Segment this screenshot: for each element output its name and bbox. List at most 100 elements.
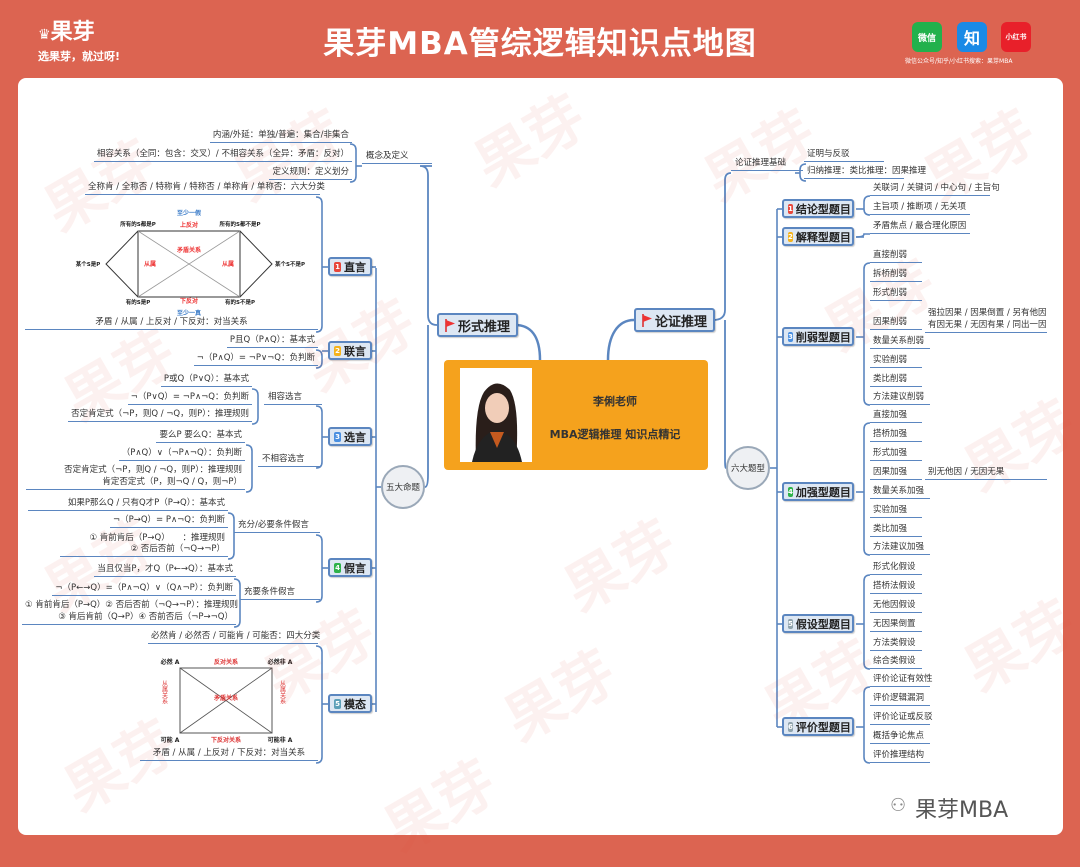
node-label: 评价型题目	[795, 720, 851, 734]
node-label: 结论型题目	[795, 202, 851, 216]
relation-label: 反对关系	[214, 658, 238, 666]
branch-item: 直接削弱	[870, 249, 922, 263]
branch-item: 概括争论焦点	[870, 730, 930, 744]
compatible-disjunction-label[interactable]: 相容选言	[264, 391, 322, 405]
branch-item: 主旨项 / 推断项 / 无关项	[870, 201, 970, 215]
branch-item: 相容关系（全同：包含：交叉）/ 不相容关系（全异：矛盾：反对）	[93, 148, 352, 162]
branch-item: 要么P 要么Q：基本式	[156, 429, 245, 443]
relation-note: 至少一真	[177, 309, 201, 317]
connector	[137, 231, 241, 297]
relation-label: 从属关系	[279, 680, 286, 704]
conditional-label[interactable]: 充分/必要条件假言	[234, 519, 320, 533]
number-badge: 4	[788, 486, 793, 497]
branch-item: 关联词 / 关键词 / 中心句 / 主旨句	[870, 182, 1000, 196]
branch-item: 必然肯 / 必然否 / 可能肯 / 可能否：四大分类	[148, 630, 320, 644]
branch-item: 搭桥加强	[870, 428, 922, 442]
connector	[606, 318, 635, 361]
number-badge: 3	[788, 331, 793, 342]
node-label: 假设型题目	[795, 617, 851, 631]
node-label: 解释型题目	[795, 230, 851, 244]
argument-reasoning-node[interactable]: 论证推理	[634, 308, 716, 332]
connector	[419, 165, 438, 326]
branch-item: 评价论证或反驳	[870, 711, 933, 725]
corner-label: 有的S不是P	[225, 298, 255, 306]
wechat-icon[interactable]: 微信	[912, 22, 942, 52]
connector	[227, 512, 235, 560]
branch-item: 因果削弱	[870, 316, 922, 330]
zhihu-icon[interactable]: 知	[957, 22, 987, 52]
corner-label: 所有的S都是P	[120, 220, 156, 228]
six-question-types-node[interactable]: 六大题型	[726, 446, 770, 490]
wechat-watermark-icon: ⚇	[890, 795, 907, 816]
branch-item: 无因果倒置	[870, 618, 922, 632]
relation-label: 下反对关系	[211, 736, 241, 744]
node-label: 联言	[344, 344, 366, 358]
connector	[315, 196, 323, 333]
branch-item: 别无他因 / 无因无果	[925, 466, 1047, 480]
connector	[137, 230, 241, 298]
branch-item: 综合类假设	[870, 655, 922, 669]
relation-label: 下反对	[180, 297, 198, 305]
argument-basis-label[interactable]: 论证推理基础	[731, 157, 803, 171]
branch-item: 否定肯定式（¬P，则Q / ¬Q，则P）：推理规则	[68, 408, 252, 422]
biconditional-label[interactable]: 充要条件假言	[240, 586, 320, 600]
branch-item: 形式削弱	[870, 287, 922, 301]
teacher-name: 李俐老师	[593, 395, 637, 408]
flag-icon	[642, 313, 652, 327]
brand-logo: ♛果芽 选果芽，就过呀!	[38, 14, 120, 64]
connector	[179, 667, 273, 734]
branch-item: 实验加强	[870, 504, 922, 518]
connector	[315, 349, 323, 369]
teacher-photo	[460, 368, 532, 462]
branch-item: ¬（P←→Q）=（P∧¬Q）∨（Q∧¬P）：负判断	[52, 582, 236, 596]
page-title: 果芽MBA管综逻辑知识点地图	[323, 26, 757, 62]
branch-item: 归纳推理：类比推理：因果推理	[804, 165, 926, 179]
social-caption: 微信公众号/知乎/小红书搜索：果芽MBA	[905, 58, 1013, 65]
branch-item: 拆桥削弱	[870, 268, 922, 282]
relation-label: 矛盾关系	[213, 694, 238, 702]
branch-item: 矛盾焦点 / 最合理化原因	[870, 220, 970, 234]
branch-item: 证明与反驳	[804, 148, 884, 162]
relation-label: 从属	[222, 260, 234, 268]
number-badge: 4	[334, 562, 341, 573]
relation-label: 从属关系	[161, 680, 168, 704]
five-propositions-node[interactable]: 五大命题	[381, 465, 425, 509]
formal-reasoning-node[interactable]: 形式推理	[437, 313, 519, 337]
branch-item: 实验削弱	[870, 354, 922, 368]
teacher-portrait-icon	[460, 368, 532, 462]
number-badge: 5	[334, 698, 341, 709]
number-badge: 2	[788, 231, 793, 242]
number-badge: 5	[788, 618, 793, 629]
relation-label: 上反对	[180, 221, 198, 229]
connector	[251, 388, 259, 425]
branch-item: 形式化假设	[870, 561, 922, 575]
connector	[863, 574, 871, 670]
branch-item: 内涵/外延：单独/普遍：集合/非集合	[209, 129, 352, 143]
connector	[514, 323, 542, 361]
corner-label: 有的S是P	[126, 298, 151, 306]
node-label: 模态	[344, 697, 366, 711]
number-badge: 1	[788, 203, 793, 214]
connector	[712, 172, 732, 321]
connector	[424, 325, 429, 488]
branch-item: 因果加强	[870, 466, 922, 480]
branch-item: 方法建议削弱	[870, 391, 930, 405]
branch-item: P或Q（P∨Q）：基本式	[160, 373, 252, 387]
corner-label: 必然非 A	[267, 658, 293, 666]
incompatible-disjunction-label[interactable]: 不相容选言	[258, 453, 320, 467]
xiaohongshu-icon[interactable]: 小红书	[1001, 22, 1031, 52]
branch-item: 方法建议加强	[870, 541, 930, 555]
concept-definition-label[interactable]: 概念及定义	[362, 150, 432, 164]
